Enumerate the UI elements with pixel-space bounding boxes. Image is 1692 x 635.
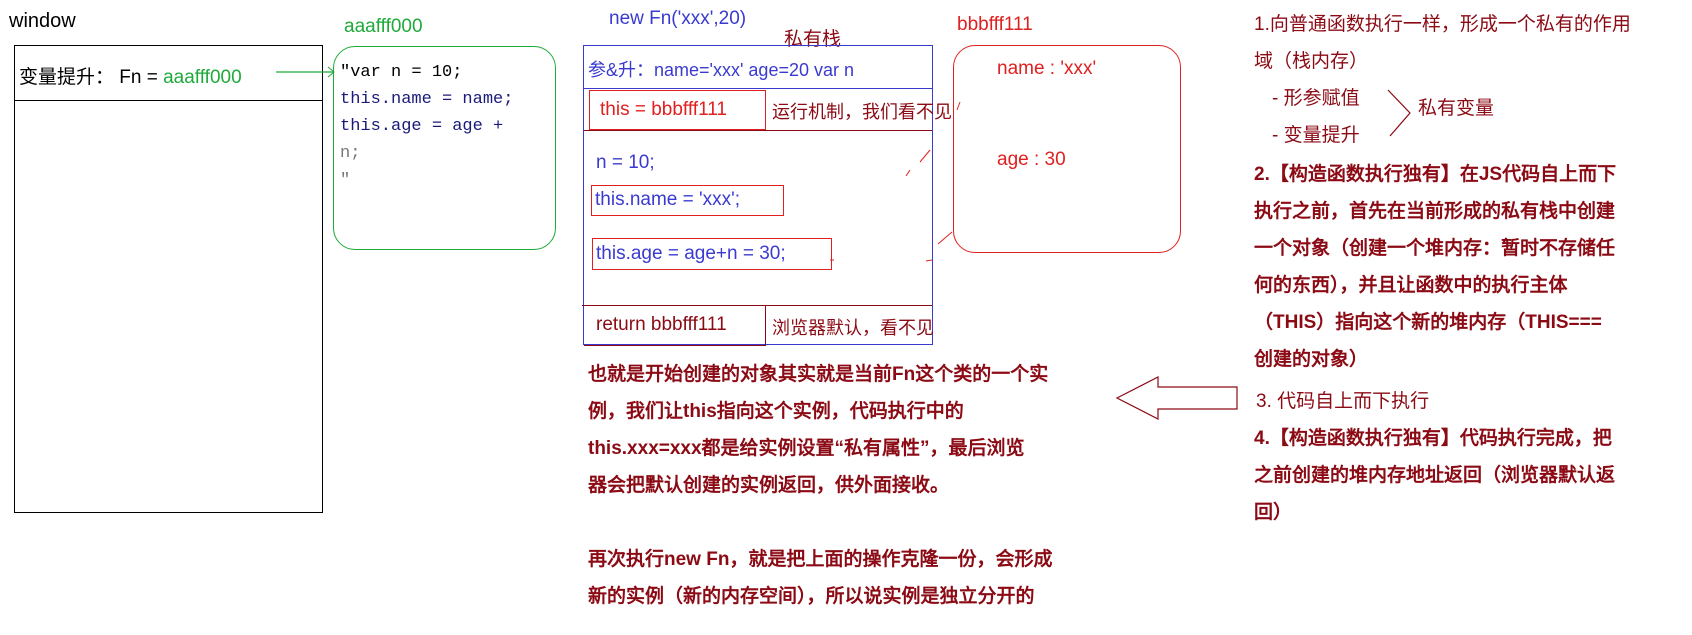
private-vars-label: 私有变量 xyxy=(1418,98,1495,119)
text-line: 新的实例（新的内存空间），所以说实例是独立分开的 xyxy=(588,586,1035,607)
text-line: 器会把默认创建的实例返回，供外面接收。 xyxy=(588,475,950,496)
function-heap: "var n = 10; this.name = name; this.age … xyxy=(333,46,556,250)
window-scope: 变量提升： Fn = aaafff000 xyxy=(14,45,323,513)
text-line: 2.【构造函数执行独有】在JS代码自上而下 xyxy=(1254,164,1617,185)
step-3: 3. 代码自上而下执行 xyxy=(1256,391,1430,412)
step-1-item: - 变量提升 xyxy=(1272,125,1360,146)
return-row: return bbbfff111 xyxy=(584,305,766,346)
code-line: this.name = name; xyxy=(340,90,514,109)
text-line: 4.【构造函数执行独有】代码执行完成，把 xyxy=(1254,428,1612,449)
text-line: 一个对象（创建一个堆内存：暂时不存储任 xyxy=(1254,238,1616,259)
text-line: 执行之前，首先在当前形成的私有栈中创建 xyxy=(1254,201,1616,222)
this-note: 运行机制，我们看不见 xyxy=(772,102,952,122)
step-4: 4.【构造函数执行独有】代码执行完成，把 之前创建的堆内存地址返回（浏览器默认返… xyxy=(1254,420,1615,531)
code-line: "var n = 10; xyxy=(340,63,463,82)
this-name-assign: this.name = 'xxx'; xyxy=(591,185,784,216)
code-line: n; xyxy=(340,144,361,163)
step-1: 1.向普通函数执行一样，形成一个私有的作用 域（栈内存） - 形参赋值 - 变量… xyxy=(1254,6,1631,154)
text-line: 1.向普通函数执行一样，形成一个私有的作用 xyxy=(1254,14,1631,35)
spacer xyxy=(588,504,1052,541)
this-row: this = bbbfff111 xyxy=(589,90,766,130)
text-line: 何的东西），并且让函数中的执行主体 xyxy=(1254,275,1568,296)
text-line: （THIS）指向这个新的堆内存（THIS=== xyxy=(1254,312,1602,333)
divider xyxy=(15,100,322,101)
code-line: this.age = age + xyxy=(340,117,504,136)
left-arrow-icon xyxy=(1115,376,1238,420)
private-stack: 参&升：name='xxx' age=20 var n this = bbbff… xyxy=(582,45,952,346)
text-line: this.xxx=xxx都是给实例设置“私有属性”，最后浏览 xyxy=(588,438,1025,459)
text-line: 创建的对象） xyxy=(1254,349,1369,370)
code-line: " xyxy=(340,171,351,190)
divider xyxy=(584,130,932,131)
text-line: 回） xyxy=(1254,502,1293,523)
text-line: 也就是开始创建的对象其实就是当前Fn这个类的一个实 xyxy=(588,364,1049,385)
return-note: 浏览器默认，看不见 xyxy=(772,318,934,338)
text-line: 例，我们让this指向这个实例，代码执行中的 xyxy=(588,401,964,422)
hoist-line: 变量提升： Fn = aaafff000 xyxy=(19,62,242,89)
pointer-strokes xyxy=(830,101,961,262)
hoist-label: 变量提升： Fn = xyxy=(19,67,164,88)
object-heap-address: bbbfff111 xyxy=(957,14,1033,35)
step-1-item: - 形参赋值 xyxy=(1272,88,1360,109)
prop-age: age : 30 xyxy=(997,149,1066,170)
text-line: 之前创建的堆内存地址返回（浏览器默认返 xyxy=(1254,465,1616,486)
step-2: 2.【构造函数执行独有】在JS代码自上而下 执行之前，首先在当前形成的私有栈中创… xyxy=(1254,156,1616,378)
params-row: 参&升：name='xxx' age=20 var n xyxy=(588,60,855,80)
text-line: 再次执行new Fn，就是把上面的操作克隆一份，会形成 xyxy=(588,549,1053,570)
object-heap: name : 'xxx' age : 30 xyxy=(953,45,1181,253)
func-heap-address: aaafff000 xyxy=(344,16,423,37)
brace-icon xyxy=(1387,89,1411,137)
text-line: 域（栈内存） xyxy=(1254,51,1369,72)
this-age-assign: this.age = age+n = 30; xyxy=(592,238,832,270)
private-stack-label: 私有栈 xyxy=(784,29,842,50)
explanation: 也就是开始创建的对象其实就是当前Fn这个类的一个实 例，我们让this指向这个实… xyxy=(588,356,1052,615)
divider xyxy=(584,88,932,89)
prop-name: name : 'xxx' xyxy=(997,58,1097,79)
call-expression: new Fn('xxx',20) xyxy=(609,8,747,29)
n-assign: n = 10; xyxy=(596,152,655,173)
divider xyxy=(582,305,932,306)
hoist-value: aaafff000 xyxy=(163,67,242,88)
arrow-to-heap xyxy=(276,66,335,78)
window-title: window xyxy=(9,10,76,32)
